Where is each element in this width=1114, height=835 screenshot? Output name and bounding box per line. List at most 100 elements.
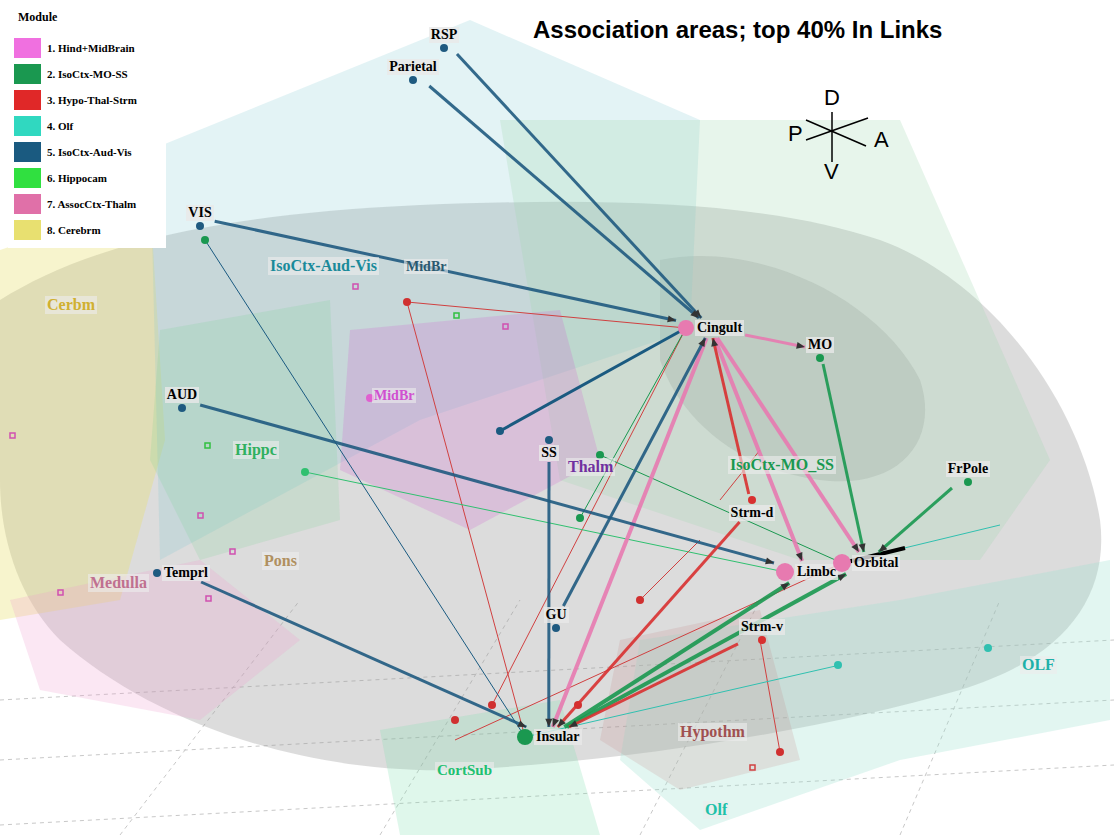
area-label: Cingult — [695, 320, 744, 336]
arrow-head — [569, 720, 578, 727]
region-label: Olf — [703, 801, 729, 819]
cortsub-hull — [380, 700, 600, 835]
area-dot — [758, 636, 766, 644]
link-connector — [564, 583, 789, 727]
link-connector — [201, 582, 526, 727]
area-label: FrPole — [946, 461, 990, 477]
brain-area-node: MO — [806, 337, 834, 363]
brain-area-node: Strm-v — [739, 619, 785, 645]
link-line — [201, 582, 526, 727]
legend-text: 8. Cerebrm — [47, 224, 101, 236]
area-label: SS — [539, 445, 559, 461]
link-line — [429, 86, 699, 318]
brain-area-node: Parietal — [387, 59, 438, 85]
area-dot — [748, 496, 756, 504]
arrow-head — [558, 718, 566, 727]
link-line — [567, 574, 846, 727]
link-connector — [563, 338, 705, 606]
arrow-head — [690, 310, 699, 318]
legend-swatch — [14, 220, 41, 240]
region-label: MidBr — [372, 388, 416, 403]
link-line — [569, 644, 738, 727]
legend-swatch — [14, 142, 41, 162]
area-label: GU — [544, 607, 569, 623]
arrow-head — [796, 342, 805, 349]
brain-area-node: Cingult — [677, 319, 744, 337]
arrow-head — [545, 719, 552, 727]
link-line — [745, 335, 805, 347]
brain-area-node: GU — [544, 607, 569, 633]
axis-label: P — [786, 122, 805, 146]
legend-row: 7. AssocCtx-Thalm — [14, 194, 136, 214]
area-dot — [678, 320, 694, 336]
area-dot — [517, 729, 533, 745]
arrow-head — [517, 720, 526, 727]
legend-swatch — [14, 168, 41, 188]
region-label: OLF — [1020, 656, 1057, 674]
legend-swatch — [14, 194, 41, 214]
area-label: VIS — [186, 205, 213, 221]
legend-swatch — [14, 116, 41, 136]
link-line — [553, 338, 707, 727]
brain-area-node: VIS — [186, 205, 213, 231]
brain-area-node: Temprl — [152, 565, 210, 581]
arrow-head — [879, 544, 888, 552]
brain-area-node: FrPole — [946, 461, 990, 487]
brain-area-node: Limbc — [775, 562, 838, 582]
link-connector — [215, 221, 676, 322]
legend-row: 2. IsoCtx-MO-SS — [14, 64, 128, 84]
region-label: Medulla — [88, 574, 149, 592]
link-connector — [567, 574, 846, 727]
legend-row: 4. Olf — [14, 116, 73, 136]
link-line — [879, 488, 952, 552]
area-dot — [153, 569, 161, 577]
legend-text: 1. Hind+MidBrain — [47, 42, 135, 54]
arrow-head — [765, 557, 774, 564]
minor-dots — [201, 236, 992, 756]
arrow-head — [667, 315, 676, 322]
region-label: IsoCtx-Aud-Vis — [268, 257, 379, 275]
link-connector — [558, 522, 740, 727]
arrow-head — [780, 583, 789, 590]
area-dot — [178, 404, 186, 412]
figure-title: Association areas; top 40% In Links — [533, 16, 942, 44]
area-dot — [552, 624, 560, 632]
link-connector — [745, 335, 805, 349]
region-label: Thalm — [566, 458, 615, 476]
legend-heading: Module — [16, 11, 59, 24]
link-connector — [457, 54, 701, 318]
area-label: RSP — [429, 27, 459, 43]
cerebellum-region — [0, 200, 165, 620]
brain-area-node: Orbital — [832, 553, 900, 573]
area-dot — [440, 44, 448, 52]
legend-text: 2. IsoCtx-MO-SS — [47, 68, 128, 80]
isoctx-mo-ss-hull — [500, 120, 1050, 560]
axis-label: D — [822, 86, 842, 110]
area-label: AUD — [165, 387, 199, 403]
area-dot — [816, 354, 824, 362]
brain-area-node: Insular — [516, 728, 582, 746]
link-line — [564, 583, 789, 727]
brain-area-node: RSP — [429, 27, 459, 53]
link-connector — [569, 644, 738, 727]
arrow-head — [711, 338, 718, 347]
midbrain-hull — [340, 310, 600, 530]
legend-text: 3. Hypo-Thal-Strm — [47, 94, 137, 106]
area-dot — [833, 554, 851, 572]
legend-text: 6. Hippocam — [47, 172, 107, 184]
region-label: Hypothm — [678, 723, 747, 741]
area-label: Strm-d — [729, 505, 776, 521]
arrow-head — [851, 543, 858, 552]
link-connector — [879, 488, 952, 552]
brain-area-node: AUD — [165, 387, 199, 413]
brain-area-node: SS — [539, 435, 559, 461]
legend-swatch — [14, 64, 41, 84]
legend-box: 1. Hind+MidBrain 2. IsoCtx-MO-SS 3. Hypo-T… — [8, 8, 166, 248]
legend-row: 1. Hind+MidBrain — [14, 38, 135, 58]
arrow-head — [796, 552, 803, 561]
area-label: MO — [806, 337, 834, 353]
legend-row: 5. IsoCtx-Aud-Vis — [14, 142, 132, 162]
area-label: Temprl — [162, 565, 210, 581]
